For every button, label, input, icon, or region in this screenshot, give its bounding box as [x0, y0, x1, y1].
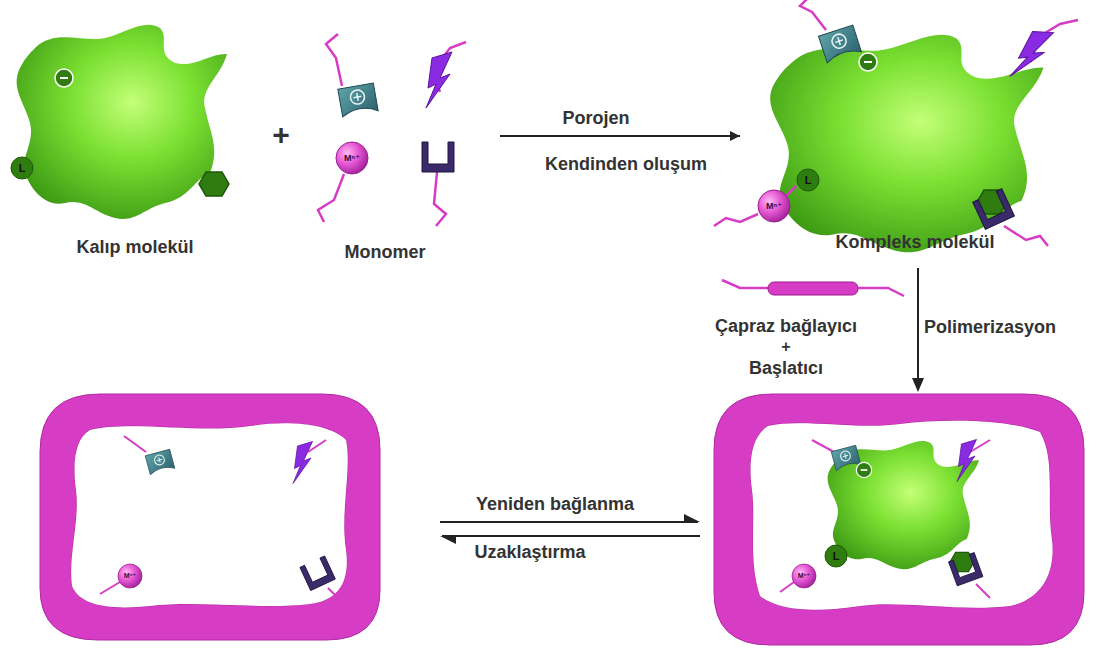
imprinted-cavity-part [40, 394, 380, 640]
complex-molecule-part [819, 25, 862, 63]
imprinted-polymer-bound-part [792, 564, 816, 588]
monomer-set-part [336, 142, 368, 174]
template-molecule [11, 25, 229, 219]
step-label: + [781, 338, 790, 356]
imprinted-polymer-bound-part [825, 545, 847, 567]
imprinted-cavity-part [293, 442, 313, 484]
symbol-label: L [19, 162, 26, 175]
imprinted-cavity [40, 394, 380, 640]
symbol-label: Mⁿ⁺ [766, 201, 782, 211]
imprinted-polymer-bound-part [856, 462, 871, 477]
complex-molecule-part [800, 0, 826, 30]
complex-molecule-part [786, 186, 796, 196]
figure-caption: Kalıp molekül [72, 235, 197, 260]
equilibrium-arrows-part [440, 521, 698, 523]
imprinted-polymer-bound-part [780, 582, 794, 592]
imprinted-cavity-part [124, 436, 146, 452]
symbol-label: L [833, 550, 840, 563]
monomer-set-part [338, 83, 378, 117]
monomer-set-part [434, 172, 446, 226]
figure-node: Kalıp molekül [15, 15, 255, 260]
imprinted-polymer-bound [714, 394, 1084, 645]
complex-molecule-part [1004, 226, 1048, 246]
polymerization-arrow [912, 268, 924, 392]
complex-molecule-part [797, 169, 819, 191]
reaction-arrow [500, 135, 740, 137]
crosslinker-symbol-part [722, 280, 768, 288]
imprinted-polymer-bound-part [812, 440, 834, 452]
polymerization-arrow-part [917, 268, 919, 380]
equilibrium-arrows-part [442, 535, 700, 537]
imprinted-cavity-part [118, 564, 142, 588]
complex-molecule-part [714, 214, 758, 226]
crosslinker-symbol [722, 280, 904, 296]
complex-molecule-part [758, 190, 790, 222]
imprinted-cavity-part [328, 588, 340, 600]
imprinted-cavity-part [145, 449, 174, 474]
imprinted-cavity-part [100, 582, 120, 594]
symbol-label: Mⁿ⁺ [798, 572, 810, 580]
equilibrium-arrows [440, 514, 700, 544]
imprinted-polymer-bound-part [949, 553, 983, 586]
equilibrium-arrows-part [684, 514, 700, 522]
monomer-set-part [426, 52, 452, 108]
step-label: Başlatıcı [749, 358, 823, 379]
step-label: Kendinden oluşum [545, 154, 707, 175]
symbol-label: Mⁿ⁺ [344, 153, 360, 163]
monomer-set-part [318, 174, 344, 222]
figure-caption: Monomer [341, 240, 430, 265]
figure-node: Monomer [270, 25, 500, 265]
step-label: Polimerizasyon [924, 317, 1056, 338]
complex-molecule-part [973, 189, 1015, 230]
imprinted-cavity-part [300, 556, 335, 591]
monomer-set-part [422, 142, 454, 172]
step-label: Uzaklaştırma [474, 542, 585, 563]
figure-caption: Kompleks molekül [831, 230, 998, 255]
symbol-label: L [805, 174, 812, 187]
imprinted-polymer-bound-part [828, 441, 979, 569]
step-label: Çapraz bağlayıcı [715, 316, 857, 337]
complex-molecule [714, 0, 1078, 252]
monomer-set-part [326, 34, 342, 86]
template-molecule-part [55, 69, 73, 87]
template-molecule-part [11, 157, 33, 179]
equilibrium-arrows-part [440, 536, 456, 544]
complex-molecule-part [770, 35, 1043, 253]
crosslinker-symbol-part [858, 288, 904, 296]
imprinted-polymer-bound-part [957, 440, 977, 482]
polymerization-arrow-part [912, 378, 924, 392]
figure-node: Kompleks molekül [740, 5, 1090, 255]
step-label: Yeniden bağlanma [476, 494, 634, 515]
symbol-label: Mⁿ⁺ [124, 572, 136, 580]
template-molecule-part [199, 172, 229, 196]
step-label: + [272, 118, 290, 153]
imprinted-polymer-bound-part [976, 584, 990, 598]
imprinted-polymer-bound-part [831, 445, 860, 470]
crosslinker-symbol-part [768, 282, 858, 295]
imprinted-cavity-part [71, 423, 348, 607]
template-molecule-part [17, 25, 227, 219]
imprinted-polymer-bound-part [751, 421, 1053, 610]
monomer-set [318, 34, 466, 226]
complex-molecule-part [859, 53, 877, 71]
step-label: Porojen [562, 108, 629, 129]
imprinted-polymer-bound-part [714, 394, 1084, 645]
complex-molecule-part [1010, 24, 1054, 86]
